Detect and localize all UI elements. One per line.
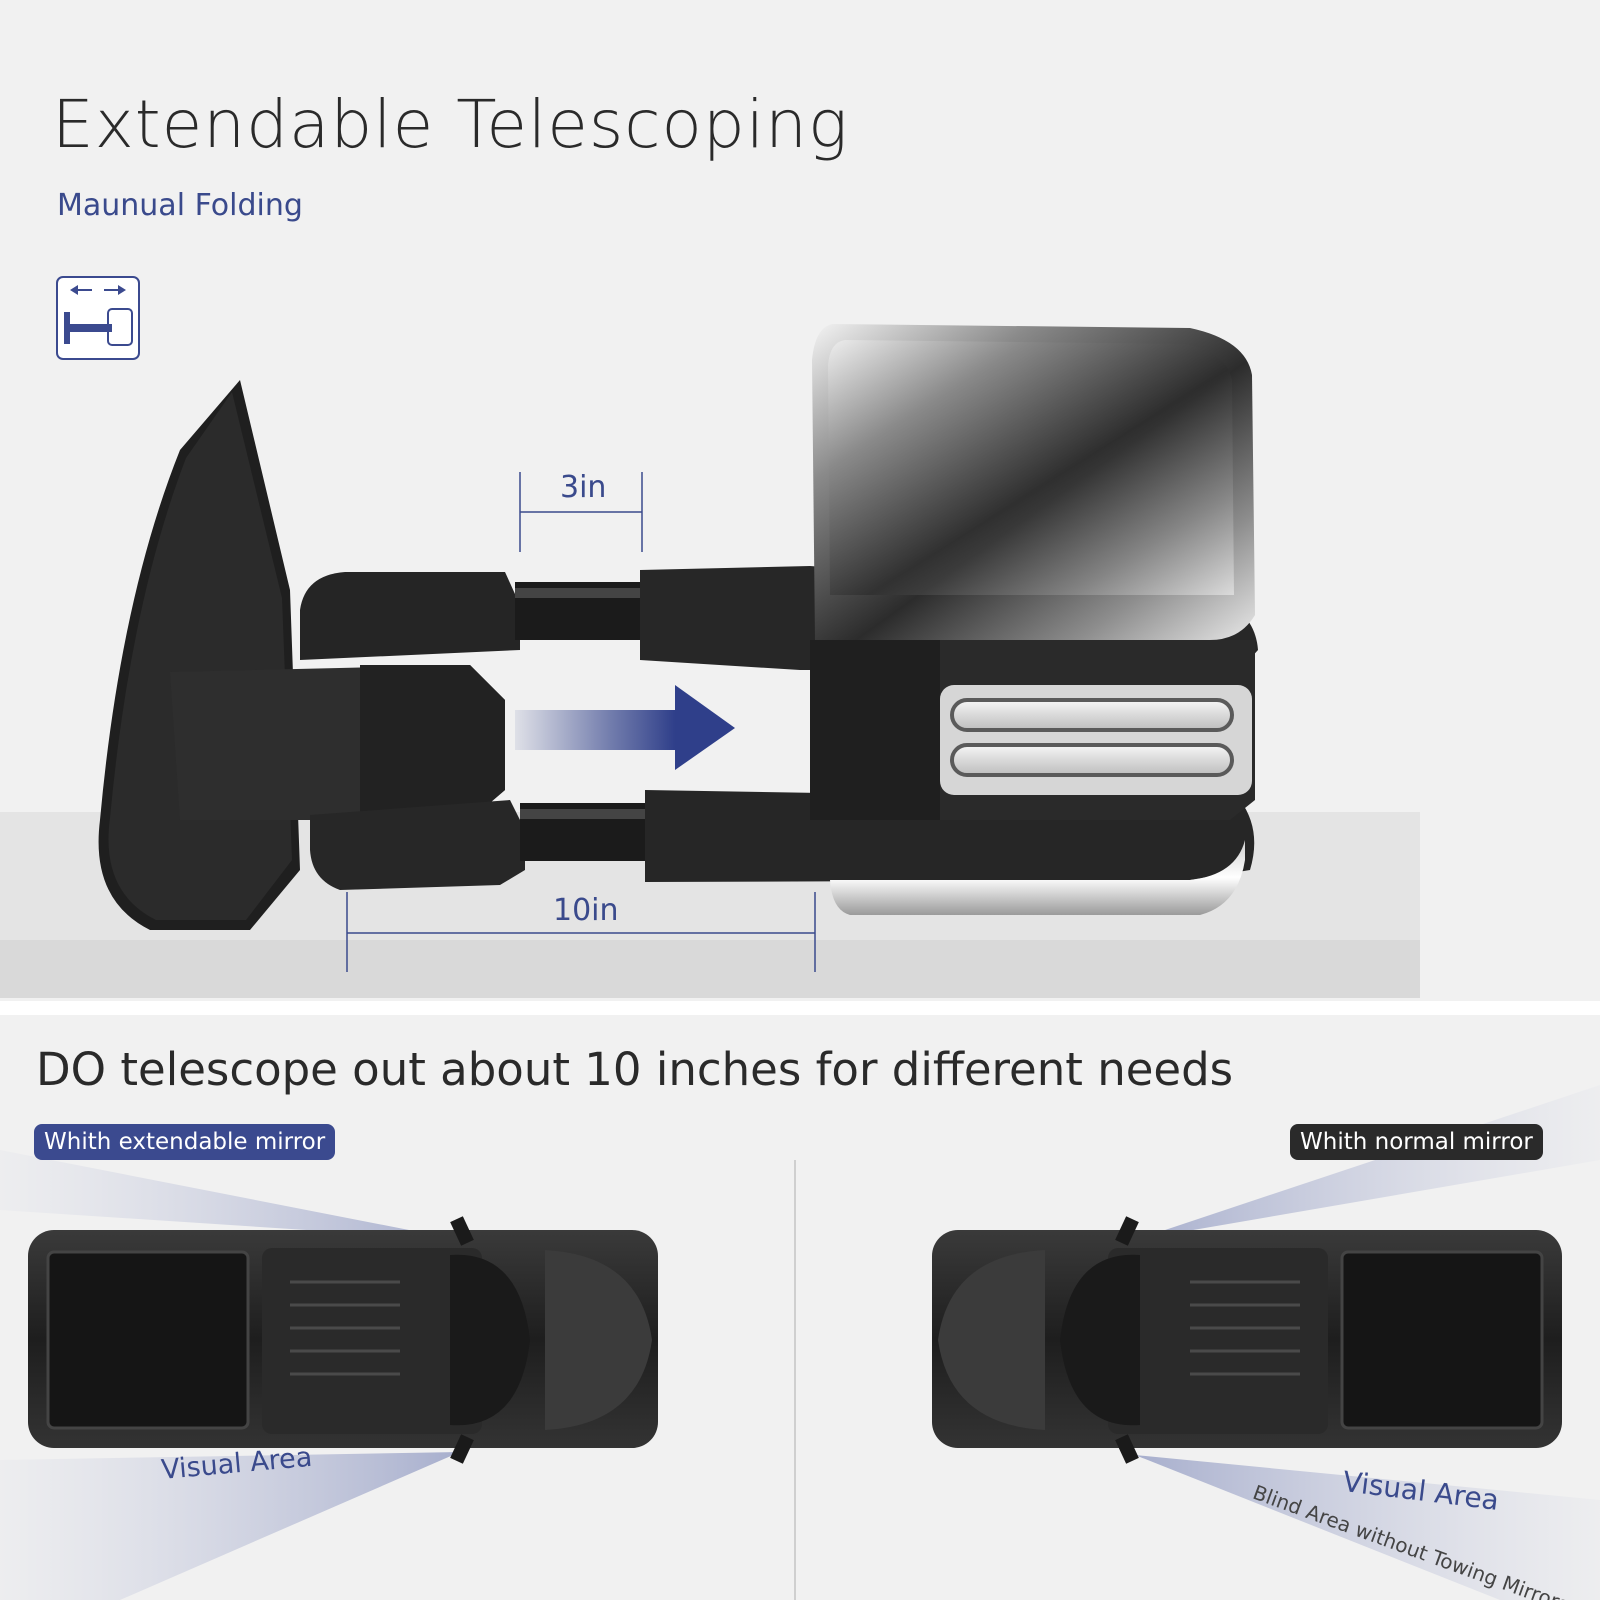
table-edge (0, 940, 1420, 998)
visual-cone-left-top (0, 1150, 460, 1240)
right-arrow-icon (515, 685, 735, 770)
page-title: Extendable Telescoping (52, 86, 849, 163)
visual-cone-right-top (1135, 1085, 1600, 1240)
arm-housing (170, 665, 505, 820)
dimension-line-short (519, 472, 643, 552)
mirror-head (810, 324, 1255, 915)
truck-right (932, 1216, 1562, 1464)
badge-normal-mirror: Whith normal mirror (1290, 1124, 1543, 1160)
truck-left (28, 1216, 658, 1464)
dimension-line-long (346, 892, 816, 972)
visual-cone-left-bottom (0, 1452, 460, 1600)
visual-cone-right-bottom (1135, 1455, 1600, 1600)
signal-lamp (940, 685, 1252, 795)
badge-extendable-mirror: Whith extendable mirror (34, 1124, 336, 1160)
dimension-label-long: 10in (553, 893, 619, 928)
dimension-label-short: 3in (560, 470, 607, 505)
mirror-mount-plate (98, 380, 300, 930)
comparison-headline: DO telescope out about 10 inches for dif… (36, 1043, 1234, 1096)
page-subtitle: Maunual Folding (57, 188, 303, 223)
telescoping-arrows-icon (56, 276, 140, 360)
